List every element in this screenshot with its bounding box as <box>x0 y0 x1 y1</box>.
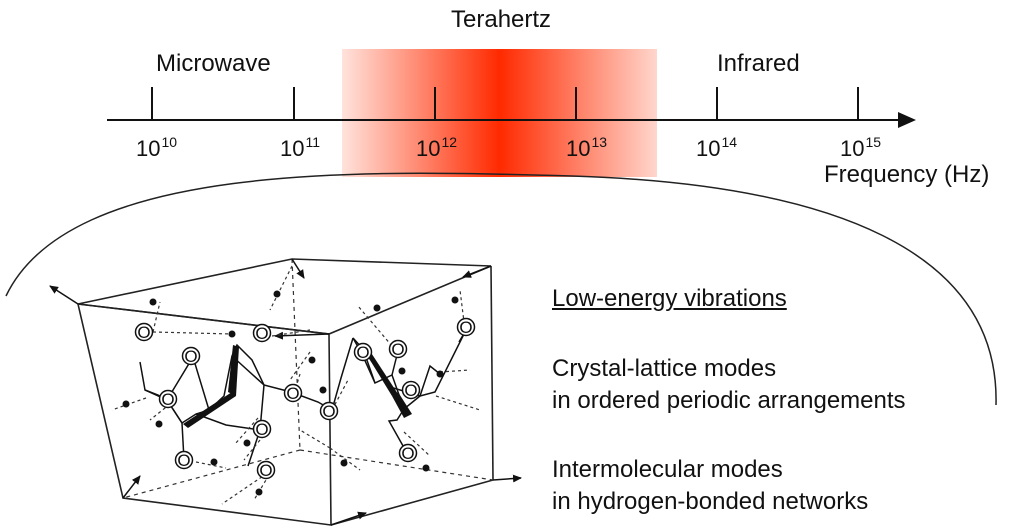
tick-label: 1014 <box>696 134 738 161</box>
oxygen-atom <box>158 389 178 409</box>
oxygen-atom <box>283 383 303 403</box>
infrared-label: Infrared <box>717 50 800 77</box>
wedge-bond <box>392 392 412 418</box>
oxygen-label: O <box>404 381 417 400</box>
oxygen-atom <box>181 346 201 366</box>
oxygen-label: O <box>322 402 335 421</box>
hydrogen-atom <box>228 330 236 338</box>
oxygen-label: O <box>137 323 150 342</box>
oxygen-atom <box>401 380 421 400</box>
hydrogen-atom <box>273 290 281 298</box>
hydrogen-atom <box>319 386 327 394</box>
arrow-icon <box>122 475 141 499</box>
oxygen-atom <box>134 322 154 342</box>
wedge-bond <box>183 392 236 428</box>
hydrogen-atom <box>398 367 406 375</box>
microwave-label: Microwave <box>156 50 271 77</box>
oxygen-atom <box>353 342 373 362</box>
oxygen-label: O <box>259 461 272 480</box>
hydrogen-atom <box>155 420 163 428</box>
hydrogen-atom <box>340 459 348 467</box>
axis-arrow-icon <box>898 112 916 128</box>
oxygen-label: O <box>255 420 268 439</box>
wedge-bond <box>362 345 398 396</box>
oxygen-label: O <box>184 347 197 366</box>
hydrogen-bonds <box>111 265 481 505</box>
arrow-icon <box>492 474 522 483</box>
tick-label: 1015 <box>840 134 882 161</box>
oxygen-label: O <box>391 340 404 359</box>
oxygen-atom <box>256 460 276 480</box>
tick-label: 1011 <box>280 134 321 161</box>
zoom-arc <box>5 172 997 406</box>
hydrogen-atoms <box>122 290 459 496</box>
hydrogen-atom <box>210 458 218 466</box>
tick-label: 1010 <box>136 134 178 161</box>
oxygen-atom <box>388 339 408 359</box>
oxygen-atom <box>456 317 476 337</box>
lattice-modes-line2: in ordered periodic arrangements <box>552 387 906 414</box>
arrow-icon <box>462 265 492 278</box>
oxygen-atom <box>252 323 272 343</box>
oxygen-label: O <box>177 451 190 470</box>
lattice-modes-line1: Crystal-lattice modes <box>552 355 777 382</box>
arrow-icon <box>291 258 305 279</box>
oxygen-label: O <box>356 343 369 362</box>
axis-label: Frequency (Hz) <box>824 161 990 188</box>
hydrogen-atom <box>308 356 316 364</box>
notes-heading: Low-energy vibrations <box>552 285 787 312</box>
tick-label: 1012 <box>416 134 458 161</box>
terahertz-band <box>342 49 657 177</box>
hydrogen-atom <box>149 298 157 306</box>
hydrogen-atom <box>255 488 263 496</box>
tick-label: 1013 <box>566 134 608 161</box>
axis-ticks <box>151 87 859 120</box>
lattice-back-edges <box>122 258 494 499</box>
oxygen-atom <box>398 443 418 463</box>
arrow-icon <box>274 331 330 340</box>
oxygen-atom <box>174 450 194 470</box>
arrow-icon <box>49 285 79 305</box>
hydrogen-atom <box>373 304 381 312</box>
oxygen-label: O <box>401 444 414 463</box>
oxygen-label: O <box>459 318 472 337</box>
hydrogen-atom <box>243 439 251 447</box>
oxygen-atom <box>252 419 272 439</box>
hydrogen-atom <box>436 370 444 378</box>
hydrogen-atom <box>422 464 430 472</box>
oxygen-label: O <box>255 324 268 343</box>
wedge-bond <box>228 345 239 396</box>
hydrogen-atom <box>451 296 459 304</box>
oxygen-label: O <box>161 390 174 409</box>
lattice-arrows <box>49 258 522 526</box>
arrow-icon <box>330 511 367 526</box>
oxygen-atom <box>319 401 339 421</box>
oxygen-label: O <box>286 384 299 403</box>
hydrogen-atom <box>122 400 130 408</box>
intermolecular-modes-line1: Intermolecular modes <box>552 456 783 483</box>
terahertz-label: Terahertz <box>451 6 552 33</box>
intermolecular-modes-line2: in hydrogen-bonded networks <box>552 488 869 515</box>
